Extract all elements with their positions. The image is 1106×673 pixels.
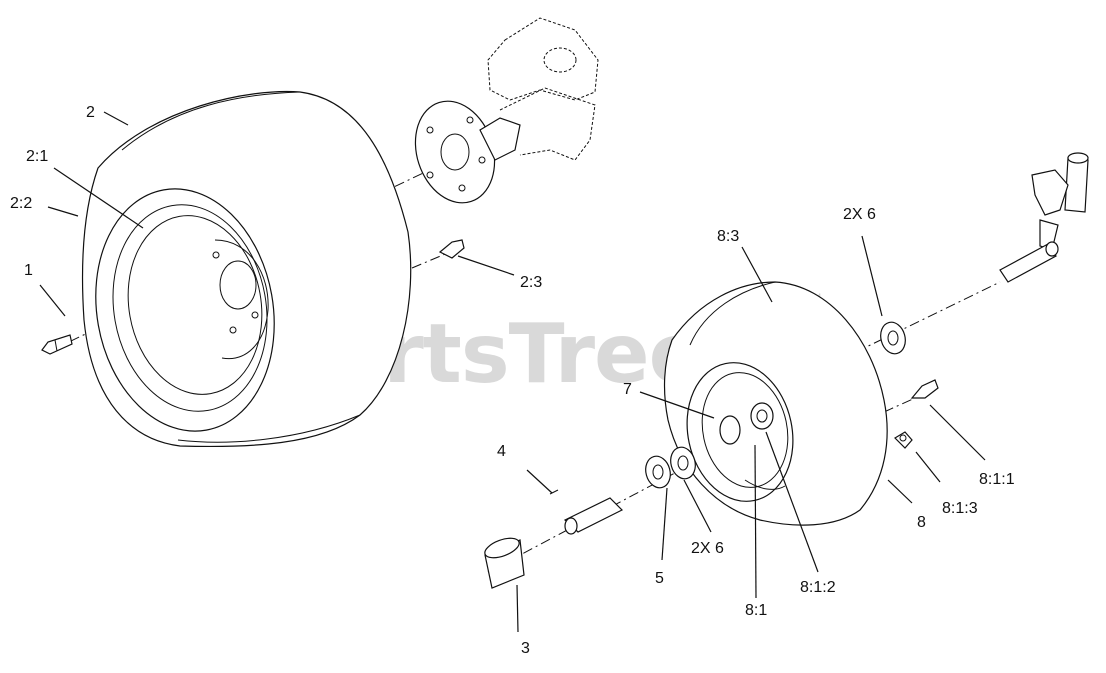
spacer-washers xyxy=(645,446,696,489)
callout-8-3: 8:3 xyxy=(717,228,739,245)
leader-lines xyxy=(39,111,986,633)
grease-fittings xyxy=(894,379,939,449)
callout-2-2: 2:2 xyxy=(10,195,32,212)
callout-4: 4 xyxy=(497,443,506,460)
callout-5: 5 xyxy=(655,570,664,587)
bushing-cap-3 xyxy=(484,537,525,589)
callout-1: 1 xyxy=(24,262,33,279)
caster-wheel-tire xyxy=(663,281,888,526)
callout-labels: 2 2:1 2:2 1 2:3 8:3 2X 6 7 4 5 2X 6 3 8:… xyxy=(10,104,1015,657)
callout-2: 2 xyxy=(86,104,95,121)
washer-top xyxy=(880,321,906,355)
caster-fork-pin xyxy=(999,152,1089,283)
callout-2-1: 2:1 xyxy=(26,148,48,165)
callout-8-1: 8:1 xyxy=(745,602,767,619)
axle-bolt-4 xyxy=(549,489,624,535)
bolt-part-1 xyxy=(41,334,73,355)
valve-stem-2-3 xyxy=(438,239,465,259)
callout-8-1-1: 8:1:1 xyxy=(979,471,1015,488)
rear-wheel-tire xyxy=(81,90,412,448)
callout-8: 8 xyxy=(917,514,926,531)
axle-hub-assembly xyxy=(414,17,599,204)
callout-2x6-bottom: 2X 6 xyxy=(691,540,724,557)
callout-3: 3 xyxy=(521,640,530,657)
callout-7: 7 xyxy=(623,381,632,398)
callout-8-1-2: 8:1:2 xyxy=(800,579,836,596)
callout-2-3: 2:3 xyxy=(520,274,542,291)
callout-8-1-3: 8:1:3 xyxy=(942,500,978,517)
callout-2x6-top: 2X 6 xyxy=(843,206,876,223)
